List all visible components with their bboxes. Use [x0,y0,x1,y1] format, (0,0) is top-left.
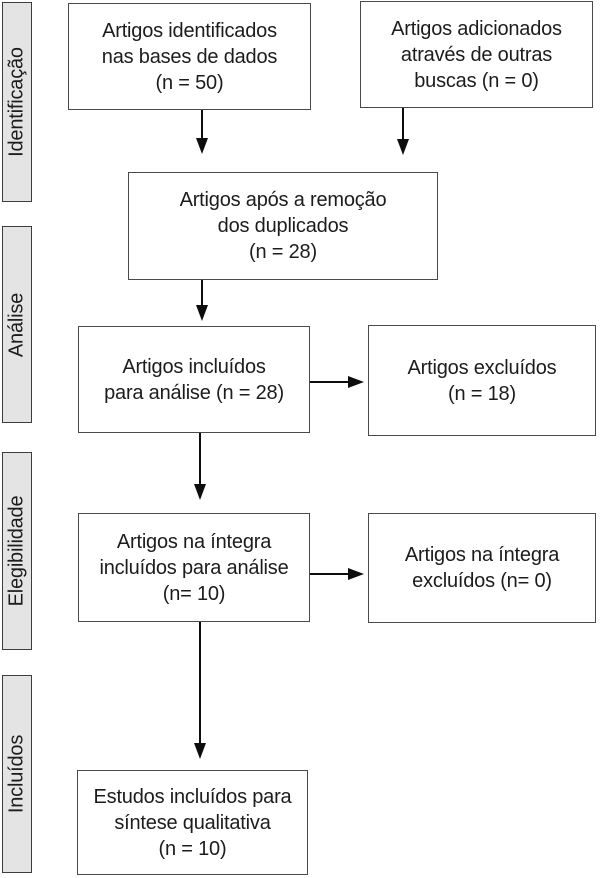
stage-bar-incluidos: Incluídos [2,675,32,873]
flow-box-fulltext-excluded: Artigos na íntegra excluídos (n= 0) [368,513,596,623]
arrowhead-down-icon [397,139,409,155]
arrow-down-analysis-to-fulltext [193,433,207,500]
flow-box-identified-databases: Artigos identificados nas bases de dados… [68,3,311,110]
arrow-right-fulltext-to-excluded [310,567,364,581]
flow-box-text: Artigos na íntegra incluídos para anális… [99,530,289,605]
stage-label-elegibilidade: Elegibilidade [5,495,28,607]
arrow-down-additional-to-dedup [396,108,410,155]
flow-box-fulltext-included: Artigos na íntegra incluídos para anális… [78,513,310,622]
arrowhead-right-icon [348,568,364,580]
arrowhead-down-icon [194,484,206,500]
flow-box-text: Artigos identificados nas bases de dados… [101,19,278,94]
flow-box-text: Estudos incluídos para síntese qualitati… [93,785,292,860]
stage-bar-analise: Análise [2,226,32,423]
flow-box-included-for-analysis: Artigos incluídos para análise (n = 28) [78,326,310,433]
arrowhead-right-icon [348,376,364,388]
arrow-down-dedup-to-analysis [195,280,209,321]
flow-box-additional-sources: Artigos adicionados através de outras bu… [360,1,593,108]
arrowhead-down-icon [196,305,208,321]
flow-box-text: Artigos excluídos (n = 18) [407,356,557,405]
stage-label-incluidos: Incluídos [5,734,28,814]
flow-box-excluded: Artigos excluídos (n = 18) [368,325,596,436]
arrow-down-fulltext-to-synthesis [193,622,207,759]
arrow-right-analysis-to-excluded [310,375,364,389]
stage-bar-identificacao: Identificação [2,2,32,202]
flow-box-qualitative-synthesis: Estudos incluídos para síntese qualitati… [77,770,308,875]
arrow-down-identified-to-dedup [195,110,209,154]
flow-box-text: Artigos na íntegra excluídos (n= 0) [404,544,560,592]
arrowhead-down-icon [194,743,206,759]
stage-label-analise: Análise [5,292,28,357]
flow-box-after-duplicates-removed: Artigos após a remoção dos duplicados (n… [128,172,438,280]
flow-box-text: Artigos incluídos para análise (n = 28) [104,355,284,404]
stage-bar-elegibilidade: Elegibilidade [2,452,32,650]
flow-box-text: Artigos adicionados através de outras bu… [391,17,562,92]
stage-label-identificacao: Identificação [5,47,28,157]
arrowhead-down-icon [196,138,208,154]
flow-box-text: Artigos após a remoção dos duplicados (n… [179,189,387,263]
